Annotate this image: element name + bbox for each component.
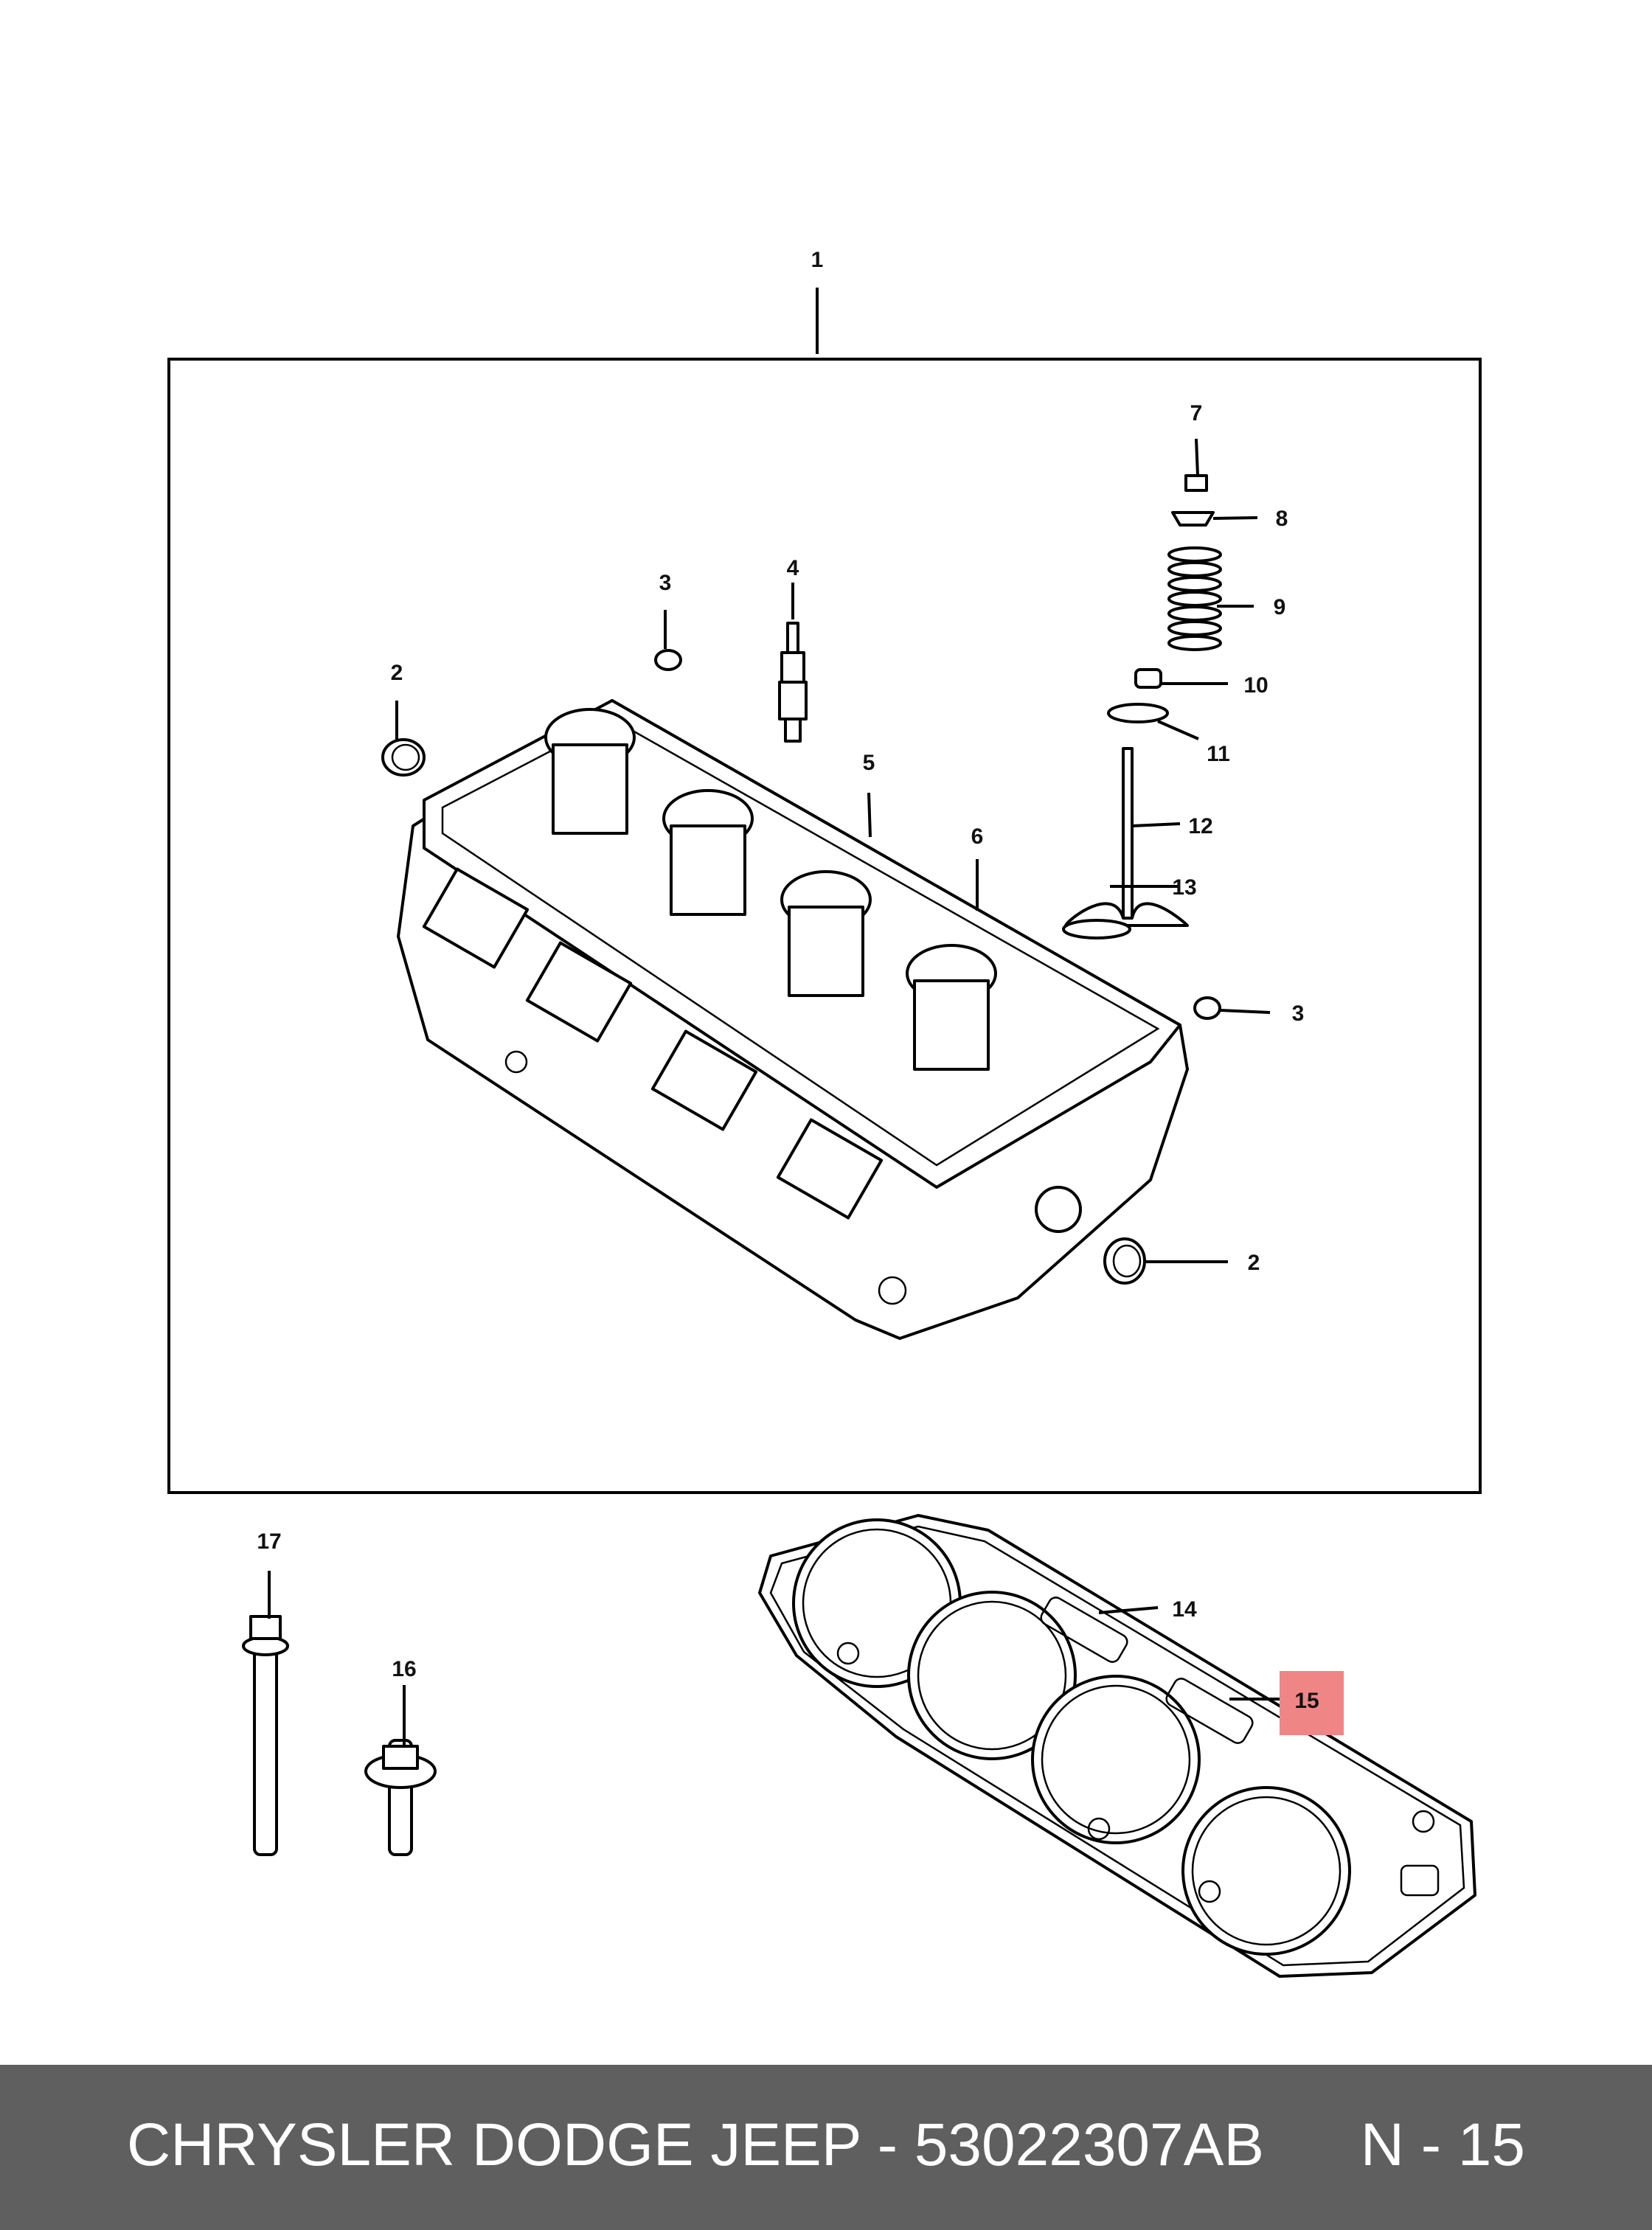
callout-10: 10 [1243, 673, 1268, 698]
callout-11: 11 [1207, 742, 1230, 766]
leader-5 [867, 792, 872, 838]
leader-7 [1195, 438, 1199, 476]
valve-keeper [1184, 474, 1208, 492]
expansion-plug-right [1193, 996, 1221, 1020]
assembly-frame [167, 358, 1482, 1494]
callout-5: 5 [863, 751, 875, 775]
callout-2-lower: 2 [1248, 1251, 1260, 1275]
part-number-title: CHRYSLER DODGE JEEP - 53022307AB [127, 2111, 1265, 2178]
callout-8: 8 [1276, 507, 1288, 531]
callout-14: 14 [1172, 1597, 1197, 1622]
parts-diagram: 1 2 2 3 3 4 5 6 7 8 9 10 11 12 13 14 15 … [167, 248, 1482, 1978]
callout-12: 12 [1188, 814, 1212, 838]
intake-ports [422, 867, 884, 1220]
callout-17: 17 [257, 1529, 281, 1554]
callout-3-right: 3 [1292, 1001, 1305, 1026]
leader-14 [1098, 1606, 1159, 1614]
callout-15: 15 [1294, 1689, 1319, 1713]
cam-towers [544, 708, 997, 1071]
head-gasket [758, 1514, 1476, 1978]
intake-valve [1062, 747, 1189, 939]
callout-6: 6 [971, 824, 984, 849]
cylinder-head [397, 699, 1189, 1340]
callout-7: 7 [1190, 401, 1203, 425]
highlight-box-15 [1280, 1671, 1344, 1735]
leader-3b [1220, 1009, 1271, 1014]
cup-plug-upper [381, 738, 426, 777]
spark-plug [778, 622, 808, 743]
valve-retainer [1171, 511, 1215, 527]
callout-9: 9 [1274, 595, 1286, 619]
head-bolt-long [242, 1615, 289, 1856]
expansion-plug-upper [654, 649, 682, 671]
page-reference: N - 15 [1360, 2111, 1525, 2178]
cup-plug-lower [1103, 1237, 1146, 1285]
leader-12 [1131, 822, 1181, 827]
callout-4: 4 [787, 556, 799, 580]
footer-bar: CHRYSLER DODGE JEEP - 53022307AB N - 15 [0, 2065, 1652, 2230]
callout-13: 13 [1172, 875, 1196, 900]
head-bolt-short [364, 1739, 437, 1856]
spring-seat [1107, 703, 1169, 723]
valve-stem-seal [1134, 668, 1162, 689]
callout-3-upper: 3 [659, 571, 672, 595]
callout-16: 16 [392, 1657, 416, 1681]
valve-spring [1167, 546, 1222, 651]
callout-1: 1 [811, 248, 824, 272]
leader-11 [1157, 720, 1199, 740]
callout-2-upper: 2 [391, 661, 403, 685]
